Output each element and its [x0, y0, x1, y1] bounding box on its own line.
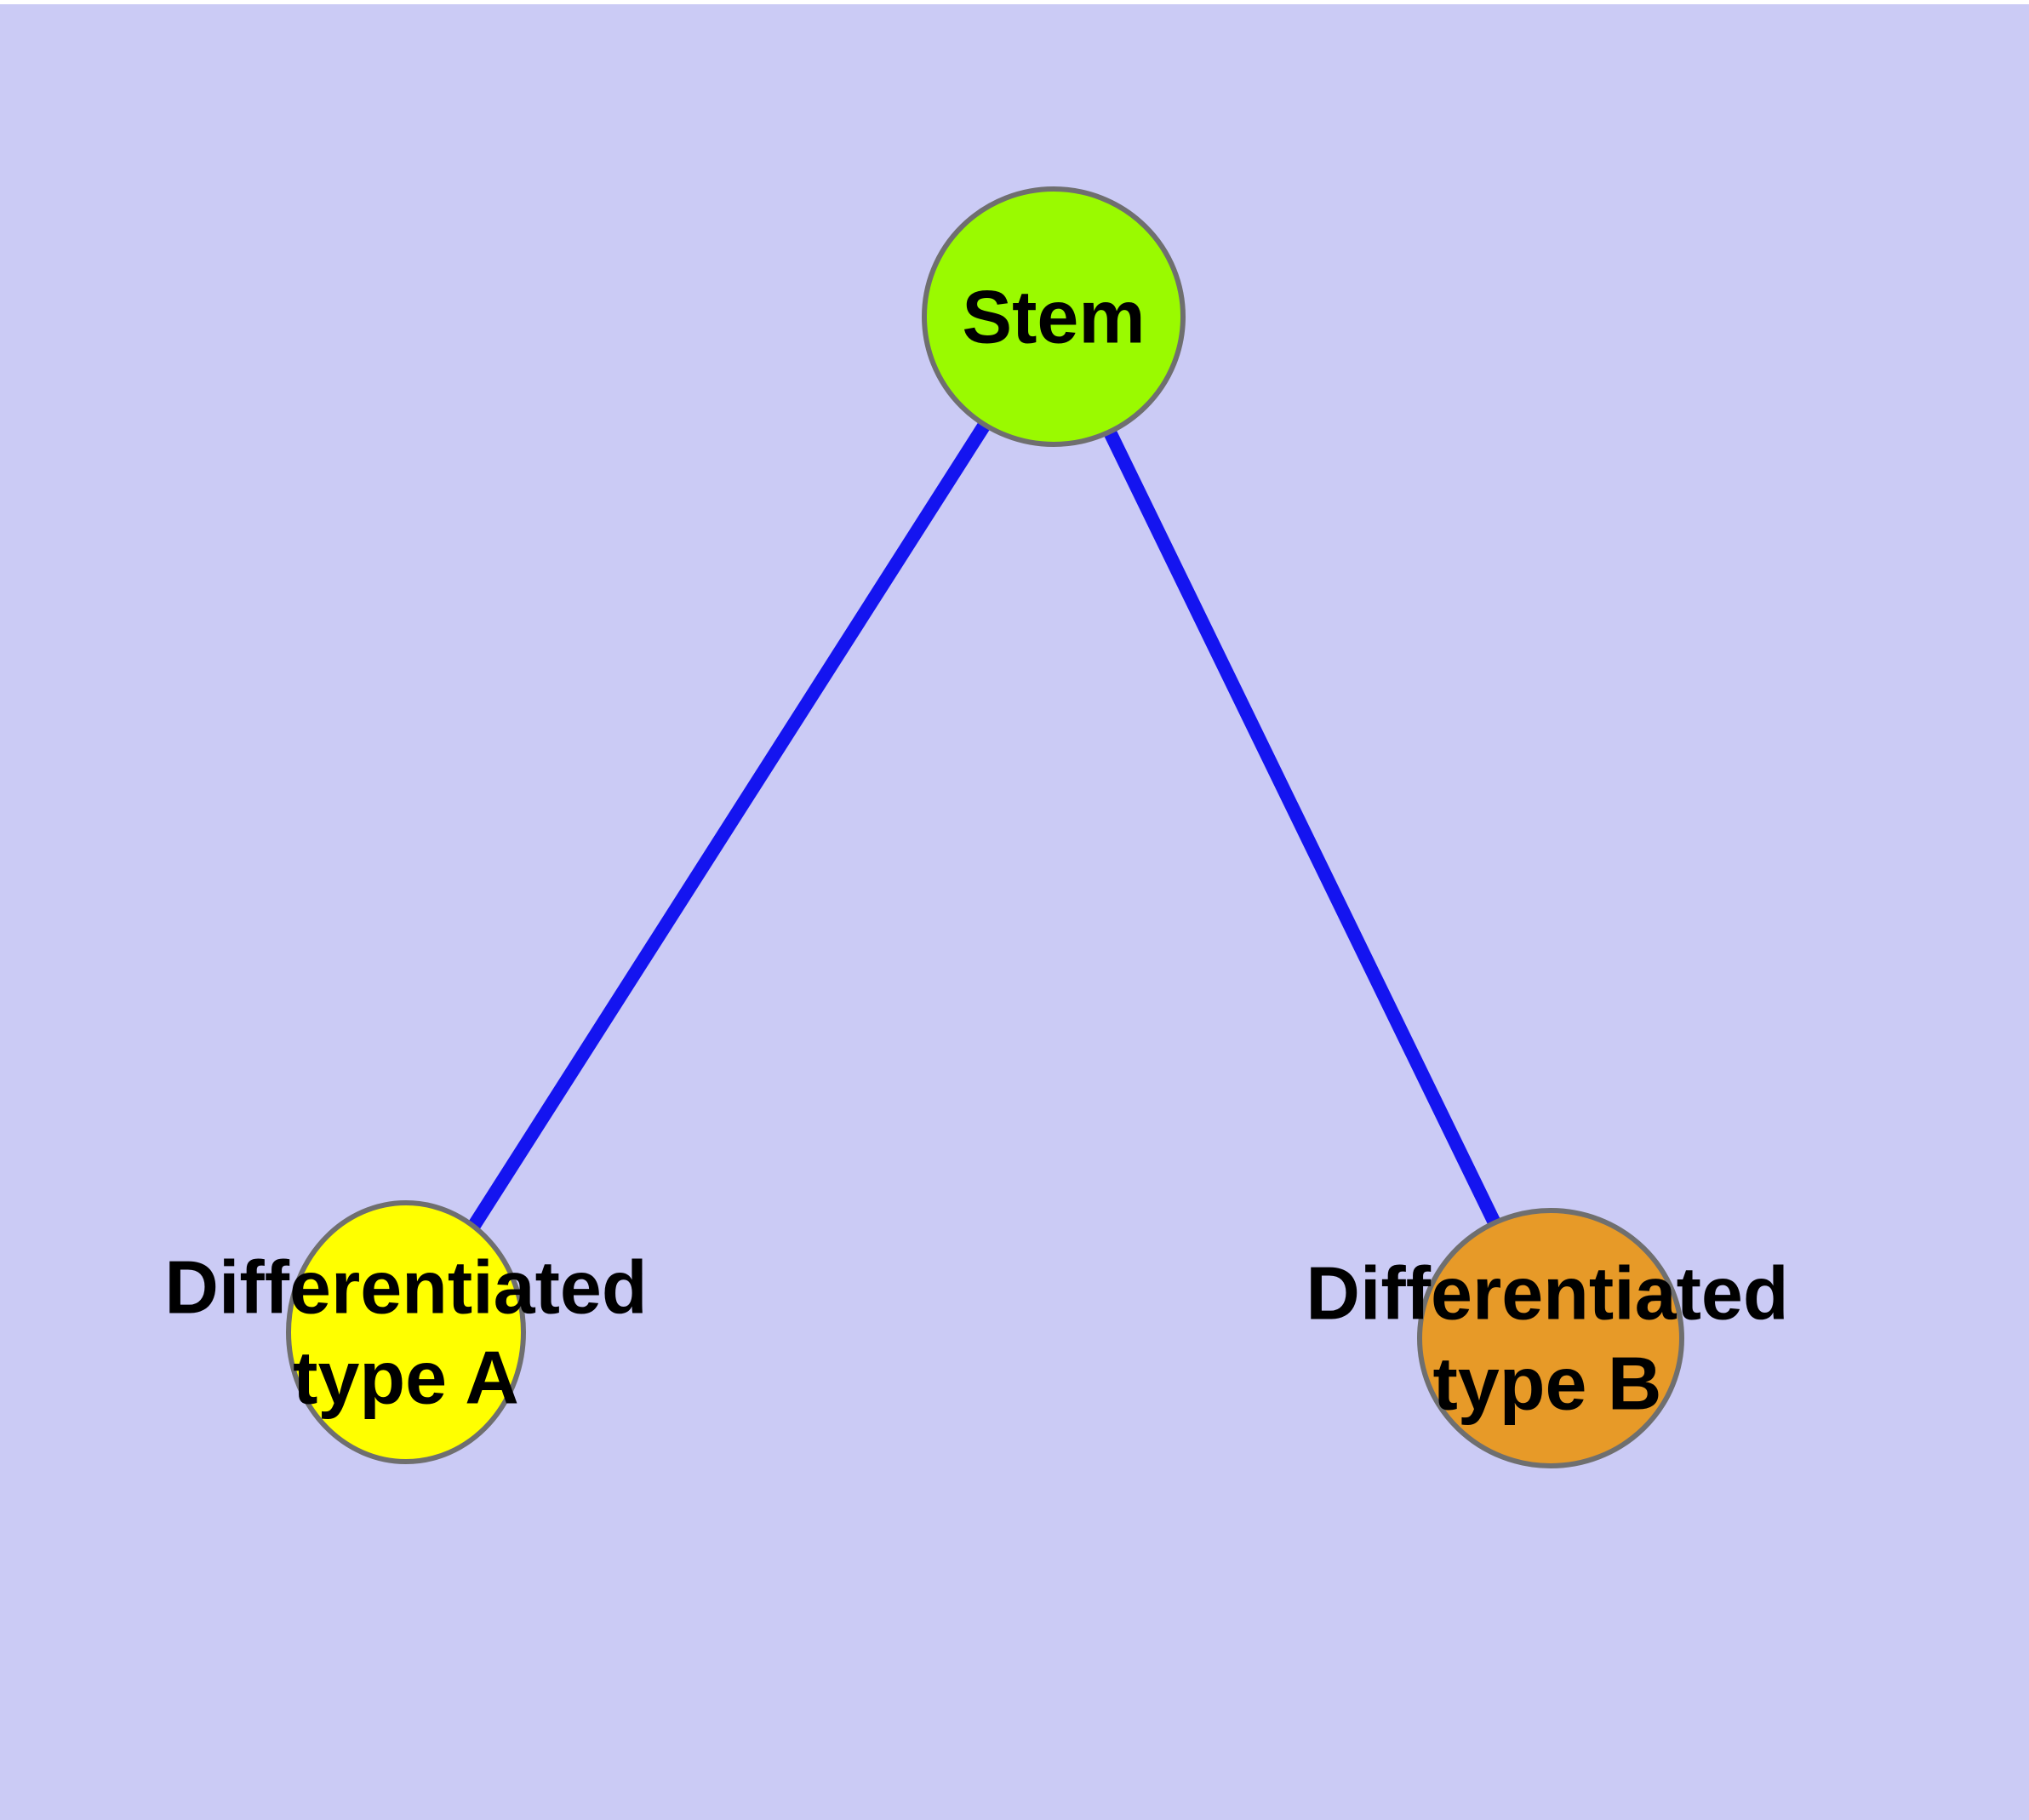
node-stem — [922, 186, 1186, 447]
node-type-b-label-line1: Differentiated — [1306, 1251, 1788, 1336]
node-type-a-label-line2: type A — [293, 1336, 519, 1420]
node-type-b-label-line2: type B — [1433, 1342, 1662, 1426]
node-differentiated-type-a — [286, 1200, 526, 1464]
node-differentiated-type-b — [1417, 1208, 1684, 1468]
edge-stem-to-type-b — [1047, 313, 1557, 1342]
top-white-strip — [0, 0, 2029, 4]
node-type-a-label-line1: Differentiated — [164, 1245, 647, 1330]
edge-stem-to-type-a — [400, 312, 1060, 1336]
node-stem-label: Stem — [962, 275, 1145, 359]
